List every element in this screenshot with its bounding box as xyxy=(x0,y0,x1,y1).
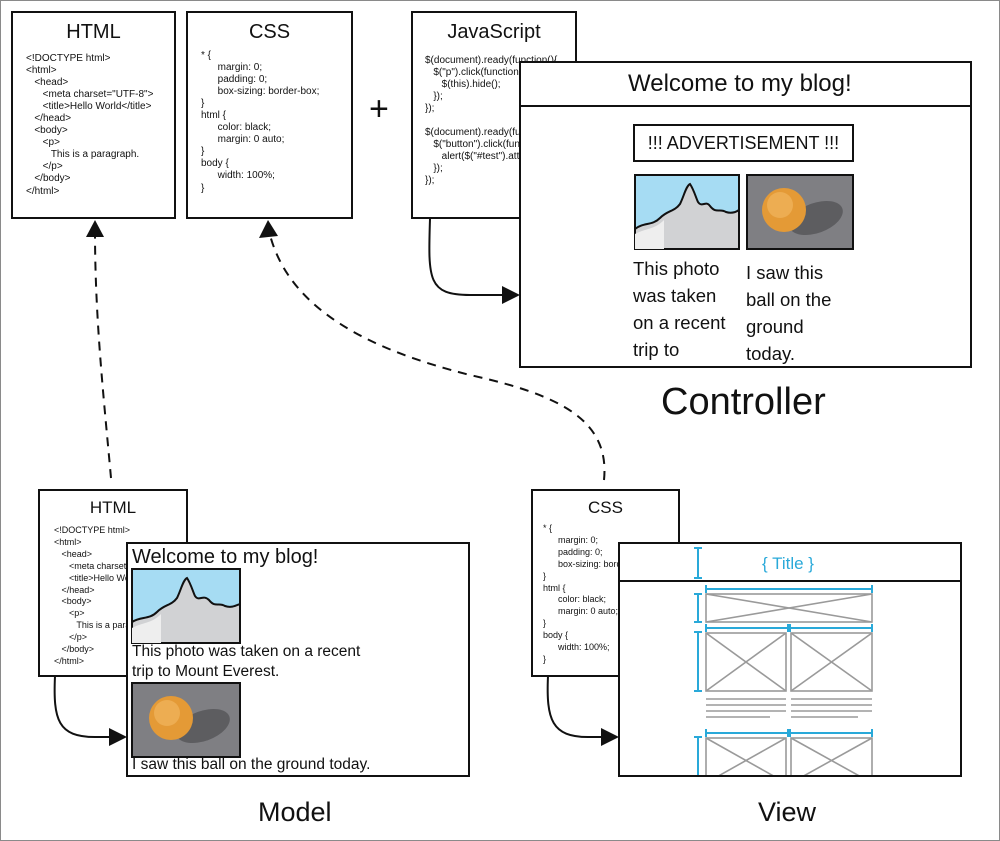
view-to-css-dashed-arrow xyxy=(269,234,606,481)
plus-sign: + xyxy=(369,90,389,128)
js-to-page-arrow xyxy=(428,218,506,296)
view-label: View xyxy=(758,797,817,827)
advertisement-banner: !!! ADVERTISEMENT !!! xyxy=(633,124,854,162)
top-html-code: <!DOCTYPE html> <html> <head> <meta char… xyxy=(26,53,154,197)
mountain-photo xyxy=(634,174,740,250)
model-mountain-photo xyxy=(131,568,241,644)
controller-page: Welcome to my blog! !!! ADVERTISEMENT !!… xyxy=(519,61,972,368)
top-js-code: $(document).ready(function(){ $("p").cli… xyxy=(425,55,560,187)
controller-page-title: Welcome to my blog! xyxy=(628,70,852,97)
top-css-code: * { margin: 0; padding: 0; box-sizing: b… xyxy=(201,50,320,194)
view-css-title: CSS xyxy=(588,498,623,517)
top-css-title: CSS xyxy=(248,21,291,43)
view-css-to-page-arrowhead xyxy=(601,728,619,746)
model-page: Welcome to my blog! This photo was taken… xyxy=(126,542,470,777)
wireframe-header xyxy=(620,544,960,582)
controller-caption-1: This photo was taken on a recent trip to xyxy=(633,258,726,360)
model-to-html-arrowhead xyxy=(86,220,104,237)
view-to-css-arrowhead xyxy=(259,220,278,238)
view-css-to-page-arrow xyxy=(546,675,605,738)
model-html-to-page-arrowhead xyxy=(109,728,127,746)
top-css-box: CSS * { margin: 0; padding: 0; box-sizin… xyxy=(186,11,353,219)
model-html-title: HTML xyxy=(89,498,137,517)
top-html-title: HTML xyxy=(66,21,121,43)
controller-label: Controller xyxy=(661,381,826,423)
controller-caption-2: I saw this ball on the ground today. xyxy=(746,262,832,364)
controller-page-header: Welcome to my blog! xyxy=(521,63,970,107)
view-wireframe-page: { Title } xyxy=(618,542,962,777)
model-label: Model xyxy=(258,797,332,827)
model-to-html-dashed-arrow xyxy=(94,231,112,479)
ball-photo xyxy=(746,174,854,250)
wireframe-layout xyxy=(694,547,873,775)
top-js-title: JavaScript xyxy=(447,21,541,43)
top-html-box: HTML <!DOCTYPE html> <html> <head> <meta… xyxy=(11,11,176,219)
js-to-page-arrowhead xyxy=(502,286,520,304)
model-page-title: Welcome to my blog! xyxy=(132,546,319,568)
model-caption-1: This photo was taken on a recent trip to… xyxy=(132,643,361,680)
model-html-to-page-arrow xyxy=(53,675,113,738)
model-caption-2: I saw this ball on the ground today. xyxy=(132,756,371,773)
wireframe-title-placeholder: { Title } xyxy=(762,554,814,573)
model-ball-photo xyxy=(131,682,241,758)
